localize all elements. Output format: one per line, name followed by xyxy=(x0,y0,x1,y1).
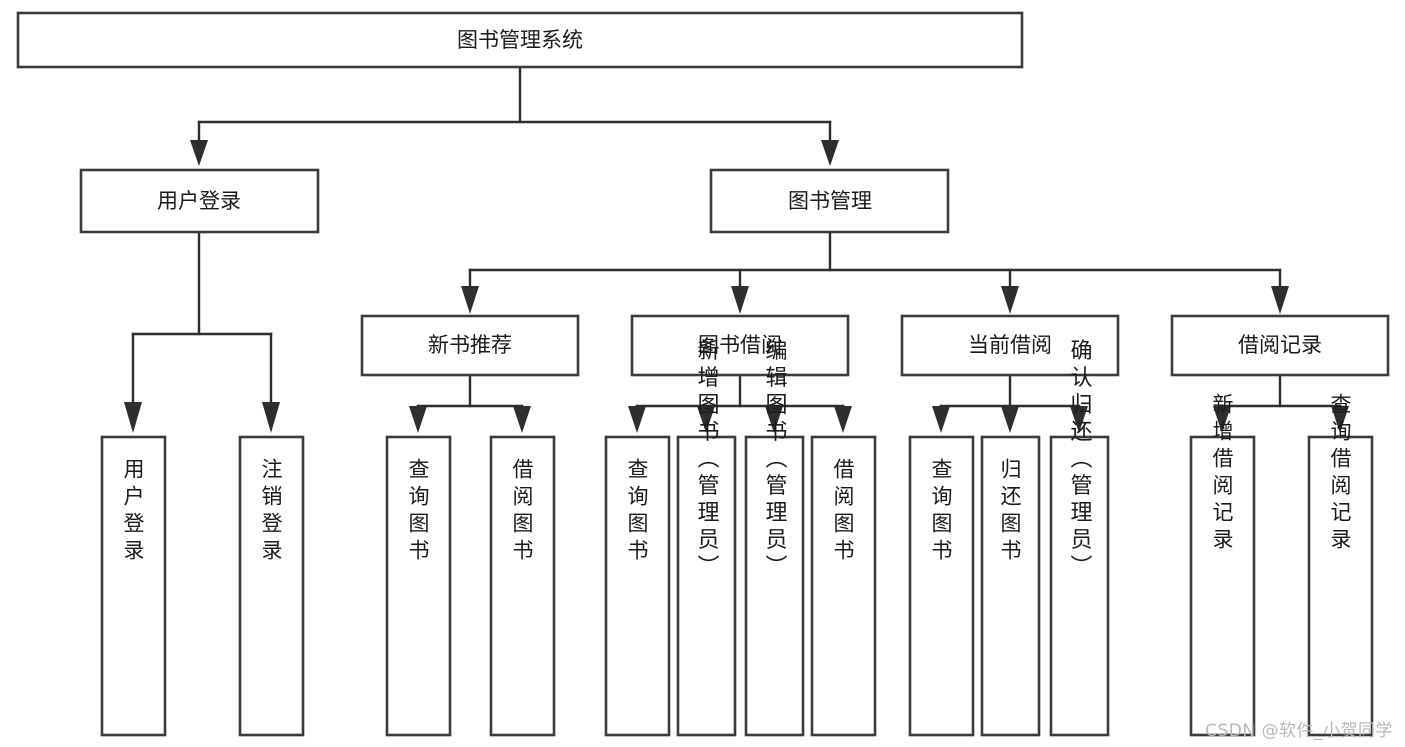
leaf-user-login-signout[interactable]: 注销登录 xyxy=(238,435,305,737)
leaf-borrow-edit-book[interactable]: 编辑图书（管理员） xyxy=(744,339,805,737)
leaf-borrow-query[interactable]: 查询图书 xyxy=(604,435,671,737)
arrow-icon-borrow-leaf-2 xyxy=(697,406,715,433)
leaf-current-query[interactable]: 查询图书 xyxy=(908,435,975,737)
leaf-new-book-borrow[interactable]: 借阅图书 xyxy=(489,435,556,737)
leaf-borrow-edit-book-label: 编辑图书（管理员） xyxy=(762,339,788,582)
arrow-icon-root-to-book-mgmt xyxy=(821,140,839,166)
leaf-current-return[interactable]: 归还图书 xyxy=(980,435,1041,737)
node-book-management[interactable]: 图书管理 xyxy=(709,168,950,234)
leaf-records-query-label: 查询借阅记录 xyxy=(1328,393,1352,555)
node-borrow-records-label: 借阅记录 xyxy=(1238,333,1322,357)
node-new-book-recommend[interactable]: 新书推荐 xyxy=(360,314,580,377)
leaf-new-book-borrow-label: 借阅图书 xyxy=(510,458,534,566)
leaf-new-book-query-label: 查询图书 xyxy=(406,458,430,566)
leaf-current-confirm-return[interactable]: 确认归还（管理员） xyxy=(1049,339,1110,737)
node-root-system-label: 图书管理系统 xyxy=(457,28,583,52)
node-borrow-records[interactable]: 借阅记录 xyxy=(1170,314,1390,377)
arrow-icon-book-mgmt-to-current xyxy=(1001,286,1019,314)
node-user-login-label: 用户登录 xyxy=(157,189,241,213)
leaf-current-query-label: 查询图书 xyxy=(929,458,953,566)
leaf-current-confirm-return-label: 确认归还（管理员） xyxy=(1067,339,1093,582)
arrow-icon-user-login-leaf-1 xyxy=(124,402,142,433)
leaf-user-login-signin[interactable]: 用户登录 xyxy=(100,435,167,737)
arrow-icon-current-leaf-2 xyxy=(1001,406,1019,433)
arrow-icon-book-mgmt-to-new-book xyxy=(461,286,479,314)
arrow-icon-new-book-leaf-1 xyxy=(409,406,427,433)
leaf-records-query[interactable]: 查询借阅记录 xyxy=(1307,393,1374,737)
leaf-borrow-add-book[interactable]: 新增图书（管理员） xyxy=(676,339,737,737)
node-new-book-recommend-label: 新书推荐 xyxy=(428,333,512,357)
leaf-records-add[interactable]: 新增借阅记录 xyxy=(1189,393,1256,737)
node-book-borrow-label: 图书借阅 xyxy=(698,333,782,357)
arrow-icon-borrow-leaf-3 xyxy=(765,406,783,433)
leaf-borrow-add-book-label: 新增图书（管理员） xyxy=(694,339,720,582)
leaf-records-add-label: 新增借阅记录 xyxy=(1210,393,1234,555)
arrow-icon-borrow-leaf-1 xyxy=(628,406,646,433)
arrow-icon-records-leaf-1 xyxy=(1213,406,1231,433)
node-current-borrow-label: 当前借阅 xyxy=(968,333,1052,357)
arrow-icon-book-mgmt-to-borrow xyxy=(731,286,749,314)
arrow-icon-root-to-user-login xyxy=(190,140,208,166)
node-root-system[interactable]: 图书管理系统 xyxy=(16,11,1024,69)
arrow-icon-book-mgmt-to-records xyxy=(1271,286,1289,314)
leaf-current-return-label: 归还图书 xyxy=(998,458,1022,566)
leaf-borrow-query-label: 查询图书 xyxy=(625,458,649,566)
node-book-management-label: 图书管理 xyxy=(788,189,872,213)
node-current-borrow[interactable]: 当前借阅 xyxy=(900,314,1120,377)
arrow-icon-current-leaf-1 xyxy=(932,406,950,433)
arrow-icon-new-book-leaf-2 xyxy=(513,406,531,433)
edge-layer xyxy=(124,65,1349,433)
arrow-icon-records-leaf-2 xyxy=(1331,406,1349,433)
node-user-login[interactable]: 用户登录 xyxy=(79,168,320,234)
arrow-icon-current-leaf-3 xyxy=(1070,406,1088,433)
arrow-icon-borrow-leaf-4 xyxy=(834,406,852,433)
leaf-borrow-borrow-book-label: 借阅图书 xyxy=(831,458,855,566)
leaf-borrow-borrow-book[interactable]: 借阅图书 xyxy=(810,435,877,737)
node-book-borrow[interactable]: 图书借阅 xyxy=(630,314,850,377)
leaf-user-login-signin-label: 用户登录 xyxy=(121,458,145,566)
leaf-new-book-query[interactable]: 查询图书 xyxy=(385,435,452,737)
arrow-icon-user-login-leaf-2 xyxy=(262,402,280,433)
leaf-user-login-signout-label: 注销登录 xyxy=(259,458,283,566)
